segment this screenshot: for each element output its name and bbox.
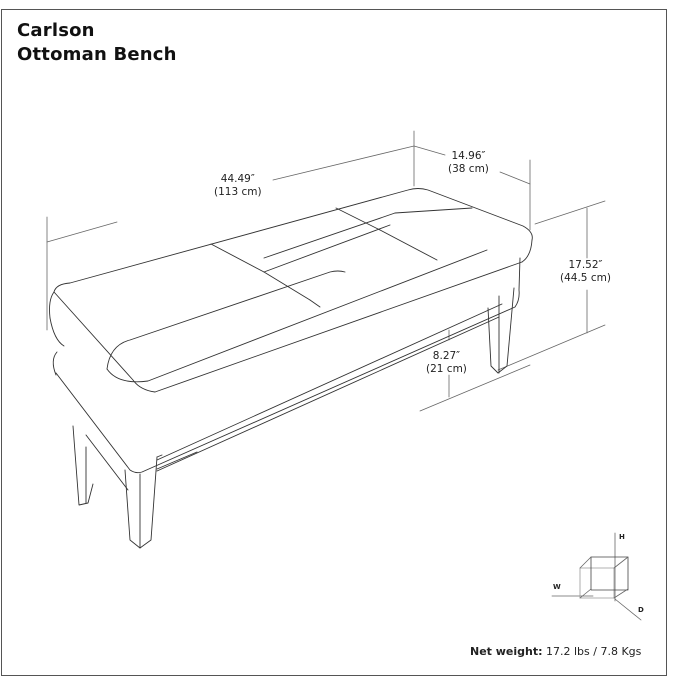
leg-height-dimension: 8.27″ (21 cm) <box>426 350 467 376</box>
net-weight-value: 17.2 lbs / 7.8 Kgs <box>546 645 642 658</box>
dimension-lines <box>46 130 606 412</box>
product-title: Carlson Ottoman Bench <box>17 19 177 67</box>
leg-height-cm: (21 cm) <box>426 363 467 375</box>
width-inches: 44.49″ <box>220 173 255 185</box>
diagram-frame <box>1 9 667 676</box>
product-title-line2: Ottoman Bench <box>17 44 177 65</box>
depth-dimension: 14.96″ (38 cm) <box>448 150 489 176</box>
bench-outline <box>49 188 533 549</box>
axis-label-h: H <box>619 533 625 541</box>
axis-cube-icon <box>551 532 642 621</box>
depth-cm: (38 cm) <box>448 163 489 175</box>
depth-inches: 14.96″ <box>451 150 486 162</box>
height-cm: (44.5 cm) <box>560 272 611 284</box>
width-dimension: 44.49″ (113 cm) <box>214 173 262 199</box>
product-title-line1: Carlson <box>17 20 95 41</box>
height-inches: 17.52″ <box>568 259 603 271</box>
leg-height-inches: 8.27″ <box>432 350 461 362</box>
height-dimension: 17.52″ (44.5 cm) <box>560 259 611 285</box>
axis-label-w: W <box>553 583 561 591</box>
axis-label-d: D <box>638 606 644 614</box>
net-weight-label: Net weight: <box>470 645 543 658</box>
width-cm: (113 cm) <box>214 186 262 198</box>
net-weight: Net weight: 17.2 lbs / 7.8 Kgs <box>470 645 641 658</box>
